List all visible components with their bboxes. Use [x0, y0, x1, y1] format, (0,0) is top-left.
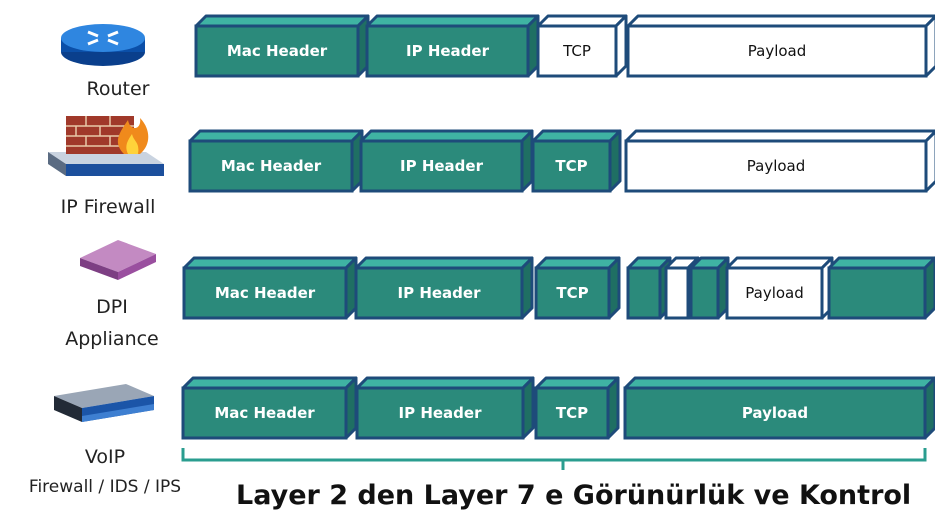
segment-label: IP Header: [406, 42, 490, 60]
segment-payload: Payload: [623, 376, 935, 440]
segment-label: TCP: [556, 404, 588, 422]
segment-front-face: [359, 139, 524, 193]
segment-front-face: [365, 24, 530, 78]
segment-front-face: [626, 24, 928, 78]
segment-ip-header: IP Header: [365, 14, 540, 78]
segment-front-face: [536, 24, 618, 78]
segment-label: Mac Header: [214, 404, 315, 422]
segment-label: Mac Header: [221, 157, 322, 175]
segment-mac-header: Mac Header: [194, 14, 370, 78]
segment-ip-header: IP Header: [355, 376, 535, 440]
firewall-icon: [48, 116, 164, 176]
segment-front-face: [194, 24, 360, 78]
segment-label: Payload: [747, 157, 806, 175]
segment-payload: Payload: [626, 14, 935, 78]
segment-front-face: [188, 139, 354, 193]
segment-fragment: [827, 256, 935, 320]
segment-front-face: [531, 139, 612, 193]
segment-front-face: [725, 266, 824, 320]
segment-label: TCP: [555, 157, 587, 175]
segment-label: Payload: [745, 284, 804, 302]
segment-mac-header: Mac Header: [188, 129, 364, 193]
device-label-router: Router: [58, 74, 178, 104]
dpi-label-line-1: DPI: [96, 296, 128, 318]
packet-row-dpi: Mac Header IP Header TCP Payload: [182, 256, 935, 320]
segment-label: TCP: [556, 284, 588, 302]
segment-tcp: TCP: [534, 256, 621, 320]
segment-label: Payload: [742, 404, 808, 422]
voip-label-line-1: VoIP: [84, 446, 126, 468]
segment-tcp: TCP: [534, 376, 620, 440]
segment-front-face: [624, 139, 928, 193]
device-label-dpi: DPI Appliance: [52, 292, 172, 352]
segment-front-face: [534, 386, 610, 440]
segment-label: IP Header: [400, 157, 484, 175]
packet-row-voip: Mac Header IP Header TCP Payload: [181, 376, 935, 440]
device-label-voip: VoIP Firewall / IDS / IPS: [0, 442, 210, 500]
segment-label: IP Header: [398, 284, 482, 302]
dpi-label-line-2: Appliance: [65, 328, 159, 350]
segment-fragment: [626, 256, 672, 320]
segment-front-face: [827, 266, 927, 320]
segment-ip-header: IP Header: [359, 129, 534, 193]
segment-front-face: [689, 266, 720, 320]
dpi-appliance-icon: [80, 240, 156, 280]
router-label: Router: [86, 78, 150, 100]
segment-label: IP Header: [399, 404, 483, 422]
segment-mac-header: Mac Header: [181, 376, 358, 440]
packet-row-router: Mac Header IP Header TCP Payload: [194, 14, 935, 78]
segment-front-face: [534, 266, 611, 320]
packet-row-ip-firewall: Mac Header IP Header TCP Payload: [188, 129, 935, 193]
segment-label: Mac Header: [215, 284, 316, 302]
segment-front-face: [354, 266, 524, 320]
segment-payload: Payload: [624, 129, 935, 193]
ip-firewall-label: IP Firewall: [60, 196, 156, 218]
segment-front-face: [182, 266, 348, 320]
router-icon: [61, 24, 145, 66]
segment-label: Payload: [748, 42, 807, 60]
segment-front-face: [623, 386, 927, 440]
diagram-caption: Layer 2 den Layer 7 e Görünürlük ve Kont…: [236, 480, 912, 511]
voip-appliance-icon: [54, 384, 154, 422]
segment-front-face: [355, 386, 525, 440]
segment-label: Mac Header: [227, 42, 328, 60]
segment-front-face: [664, 266, 690, 320]
device-label-ip-firewall: IP Firewall: [38, 192, 178, 222]
segment-front-face: [181, 386, 348, 440]
segment-front-face: [626, 266, 662, 320]
segment-tcp: TCP: [531, 129, 622, 193]
segment-ip-header: IP Header: [354, 256, 534, 320]
voip-label-line-2: Firewall / IDS / IPS: [28, 477, 182, 497]
segment-payload: Payload: [725, 256, 834, 320]
segment-tcp: TCP: [536, 14, 628, 78]
segment-label: TCP: [562, 42, 591, 60]
